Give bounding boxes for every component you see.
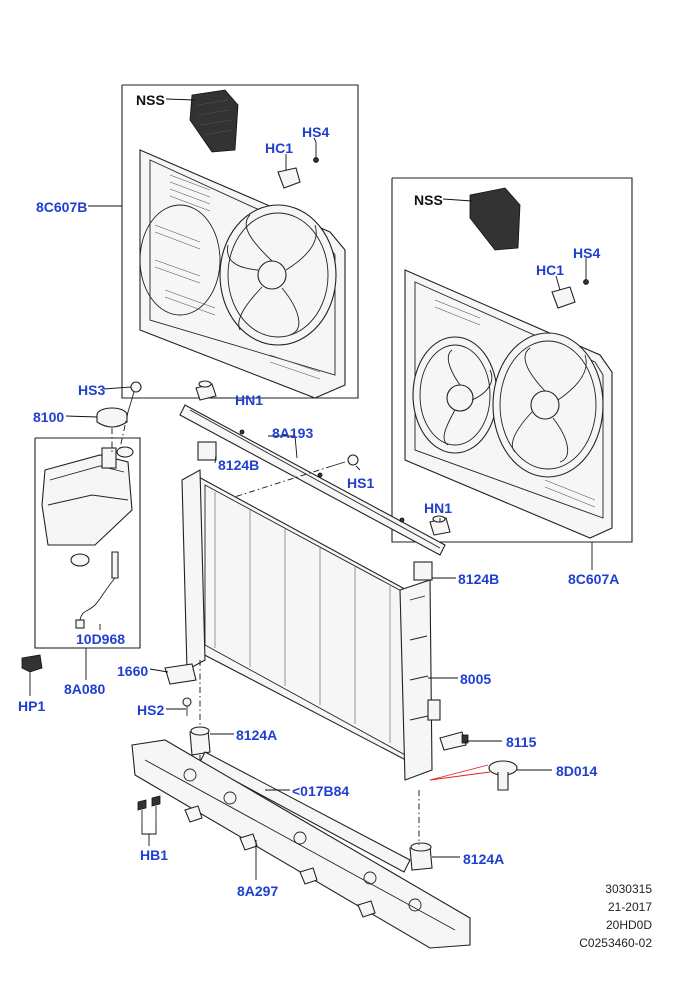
label-8005: 8005 [460, 671, 492, 687]
drain-plug [488, 760, 518, 791]
hs3-screw [127, 381, 142, 413]
label-hn1-top: HN1 [235, 392, 264, 408]
hn1-nut-top [195, 380, 217, 401]
upper-mounting-rail [179, 404, 446, 556]
label-8124b-right: 8124B [458, 571, 500, 587]
ref-code-1: 3030315 [605, 882, 652, 896]
temperature-sensor [439, 731, 469, 751]
label-hs4-right: HS4 [573, 245, 601, 261]
label-8100: 8100 [33, 409, 65, 425]
ref-code-3: 20HD0D [605, 918, 652, 932]
label-hs1: HS1 [347, 475, 375, 491]
label-hs3: HS3 [78, 382, 106, 398]
lower-cover-panel [131, 739, 471, 949]
label-8c607a: 8C607A [568, 571, 620, 587]
label-8a193: 8A193 [272, 425, 314, 441]
hs2-bolt [182, 697, 192, 716]
label-hb1: HB1 [140, 847, 169, 863]
hp1-clip [21, 654, 43, 673]
ref-code-4: C0253460-02 [579, 936, 652, 950]
fan-shroud-assembly-right [391, 177, 633, 543]
radiator-core [181, 469, 441, 781]
label-8124b-top: 8124B [218, 457, 260, 473]
label-8d014: 8D014 [556, 763, 598, 779]
hb1-bolts [137, 795, 161, 826]
ref-code-2: 21-2017 [607, 900, 652, 914]
label-8a297: 8A297 [237, 883, 279, 899]
label-8a080: 8A080 [64, 681, 106, 697]
label-hs4-top: HS4 [302, 124, 330, 140]
isolator-8124b-right [413, 561, 433, 581]
label-8115: 8115 [506, 734, 537, 750]
label-hc1-right: HC1 [536, 262, 565, 278]
label-nss-right: NSS [414, 192, 443, 208]
fan-shroud-assembly-top [121, 84, 359, 399]
isolator-8124a-bottom [409, 842, 433, 871]
seal-strip [199, 751, 411, 873]
expansion-tank-cap [96, 407, 128, 428]
label-8124a-bottom: 8124A [463, 851, 505, 867]
hs1-bolt [331, 454, 359, 467]
label-8c607b: 8C607B [36, 199, 88, 215]
isolator-8124a-left [189, 726, 211, 756]
label-8124a-left: 8124A [236, 727, 278, 743]
label-017b84: <017B84 [292, 783, 350, 799]
label-hp1: HP1 [18, 698, 46, 714]
label-hc1-top: HC1 [265, 140, 294, 156]
label-hs2: HS2 [137, 702, 165, 718]
bracket-1660 [164, 663, 197, 685]
leader-lines [29, 98, 593, 880]
isolator-8124b-left [197, 441, 217, 461]
hn1-nut-right [429, 515, 451, 536]
label-hn1-right: HN1 [424, 500, 453, 516]
label-nss-top: NSS [136, 92, 165, 108]
label-10d968: 10D968 [76, 631, 126, 647]
expansion-tank-assembly [34, 437, 141, 649]
label-1660: 1660 [117, 663, 149, 679]
